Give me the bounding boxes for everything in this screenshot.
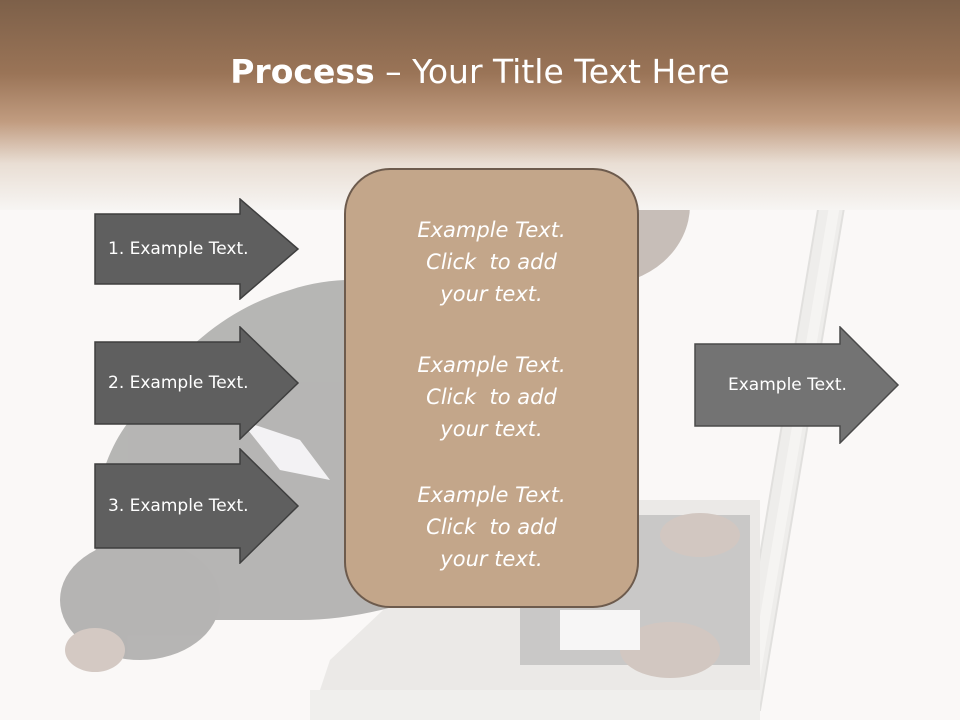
center-line: your text. (440, 547, 543, 571)
title-bold: Process (230, 52, 375, 91)
center-text-block-3: Example Text. Click to add your text. (346, 479, 637, 575)
center-text-block-2: Example Text. Click to add your text. (346, 349, 637, 445)
title-rest: – Your Title Text Here (374, 52, 730, 91)
right-arrow[interactable]: Example Text. (694, 326, 900, 444)
center-line: Example Text. (417, 218, 566, 242)
center-line: Example Text. (417, 353, 566, 377)
left-arrow-2[interactable]: 2. Example Text. (94, 326, 300, 440)
center-text-block-1: Example Text. Click to add your text. (346, 214, 637, 310)
left-arrow-3-label: 3. Example Text. (108, 496, 249, 516)
center-text-box[interactable]: Example Text. Click to add your text. Ex… (344, 168, 639, 608)
center-line: your text. (440, 417, 543, 441)
page-title: Process – Your Title Text Here (0, 52, 960, 91)
left-arrow-1-label: 1. Example Text. (108, 239, 249, 259)
left-arrow-3[interactable]: 3. Example Text. (94, 448, 300, 564)
center-line: Click to add (426, 385, 557, 409)
right-arrow-label: Example Text. (728, 375, 847, 395)
center-line: your text. (440, 282, 543, 306)
center-line: Click to add (426, 515, 557, 539)
center-line: Click to add (426, 250, 557, 274)
center-line: Example Text. (417, 483, 566, 507)
left-arrow-2-label: 2. Example Text. (108, 373, 249, 393)
left-arrow-1[interactable]: 1. Example Text. (94, 198, 300, 300)
